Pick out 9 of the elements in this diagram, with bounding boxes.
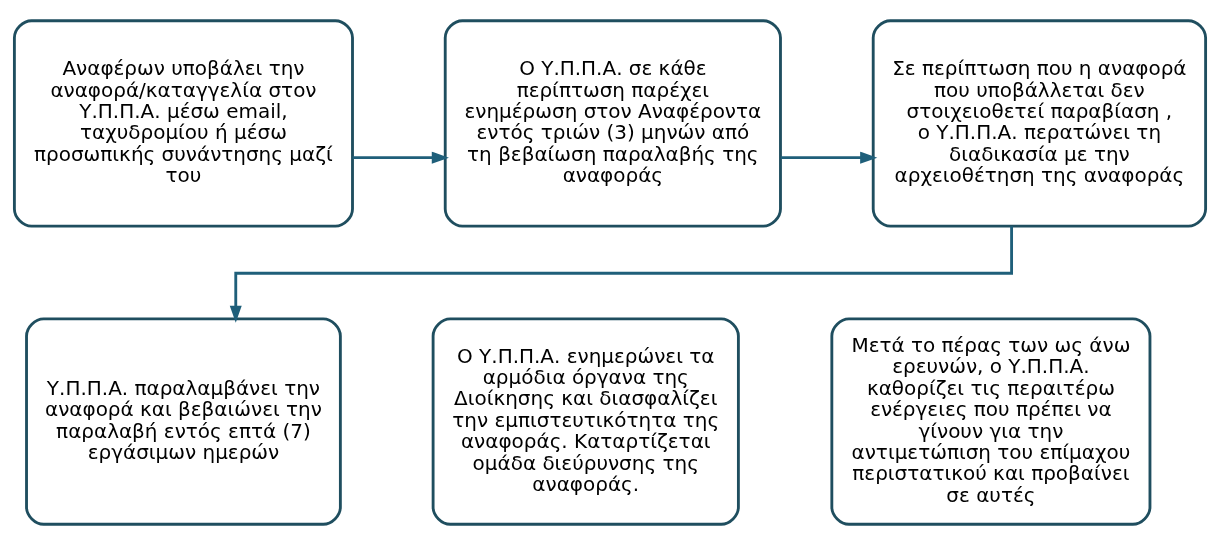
node-box: Ο Υ.Π.Π.Α. σε κάθε περίπτωση παρέχει ενημέρωση στον Αναφέροντα εντός τριών (3) μηνών από τη βεβαίωση παραλαβής της αναφοράς [443,18,782,228]
arrow [352,151,449,164]
arrow [780,151,878,164]
node-box: Μετά το πέρας των ως άνω ερευνών, ο Υ.Π.Π.Α. καθορίζει τις περαιτέρω ενέργειες που πρέπει να γίνουν για την αντιμετώπιση του επίμαχου περιστατικού και προβαίνει σε αυτές [830,316,1152,526]
node-box: Αναφέρων υποβάλει την αναφορά/καταγγελία στον Υ.Π.Π.Α. μέσω email, ταχυδρομίου ή μέσω προσωπικής συνάντησης μαζί του [12,18,354,228]
arrow [229,225,1013,323]
node-box: Ο Υ.Π.Π.Α. ενημερώνει τα αρμόδια όργανα της Διοίκησης και διασφαλίζει την εμπιστευτικότητα της αναφοράς. Καταρτίζεται ομάδα διεύρυνσης της αναφοράς. [431,316,740,526]
node-box: Υ.Π.Π.Α. παραλαμβάνει την αναφορά και βεβαιώνει την παραλαβή εντός επτά (7) εργάσιμων ημερών [25,316,342,526]
node-box: Σε περίπτωση που η αναφορά που υποβάλλεται δεν στοιχειοθετεί παραβίαση , ο Υ.Π.Π.Α. περατώνει τη διαδικασία με την αρχειοθέτηση της αναφοράς [871,18,1208,228]
